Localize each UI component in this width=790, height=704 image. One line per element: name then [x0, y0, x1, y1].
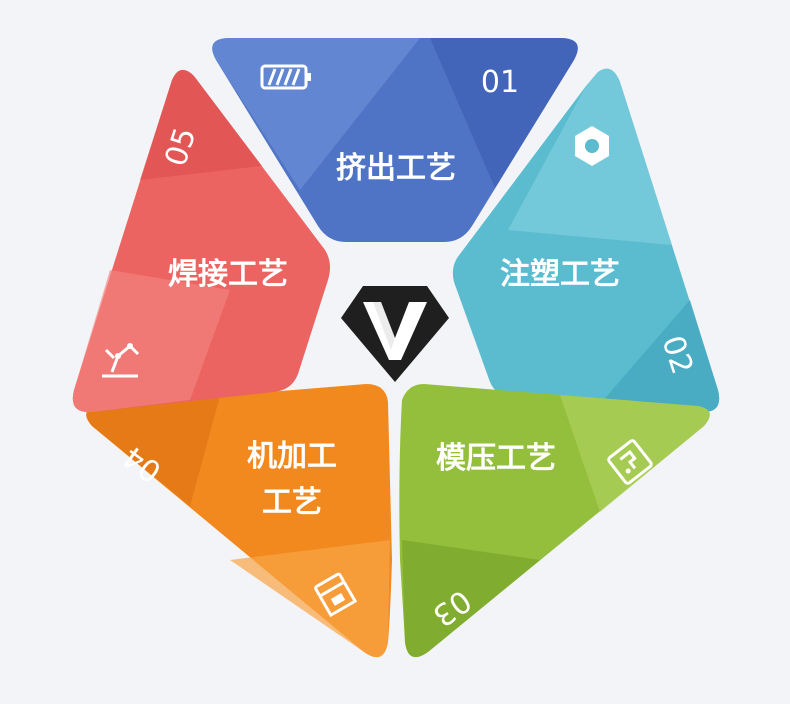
- segment-welding[interactable]: 05 焊接工艺: [72, 69, 331, 413]
- segment-machining-facet-light: [230, 540, 390, 658]
- segment-welding-facet-dark: [140, 69, 262, 180]
- segment-injection-molding[interactable]: 02 注塑工艺: [452, 68, 720, 413]
- segment-injection-molding-facet-dark: [600, 300, 720, 413]
- battery-icon: [260, 64, 311, 90]
- segment-extrusion-number: 01: [481, 65, 519, 100]
- segment-machining-facet-dark: [86, 396, 220, 506]
- segment-die-casting-label: 模压工艺: [436, 441, 556, 476]
- segment-die-casting-facet-light: [560, 395, 710, 512]
- segment-welding-label: 焊接工艺: [168, 257, 288, 292]
- segment-machining-label-line-2: 工艺: [262, 485, 322, 520]
- segment-machining[interactable]: 04 机加工 工艺: [86, 384, 392, 658]
- segment-die-casting-facet-dark: [402, 540, 540, 658]
- mold-plate-icon: [607, 439, 653, 485]
- segment-injection-molding-shape: [452, 68, 720, 413]
- robot-arm-icon: [102, 343, 140, 378]
- segment-extrusion-label: 挤出工艺: [336, 151, 456, 186]
- segment-extrusion-facet-light: [212, 38, 420, 190]
- segment-extrusion-facet-dark: [430, 38, 578, 188]
- hex-nut-icon: [575, 126, 609, 166]
- clamp-icon: [314, 572, 358, 618]
- segment-die-casting[interactable]: 03 模压工艺: [399, 384, 710, 658]
- v-diamond-logo: [341, 286, 449, 382]
- segment-machining-label-line-1: 机加工: [247, 439, 337, 474]
- segment-extrusion[interactable]: 01 挤出工艺: [212, 38, 578, 242]
- segment-injection-molding-label: 注塑工艺: [500, 257, 620, 292]
